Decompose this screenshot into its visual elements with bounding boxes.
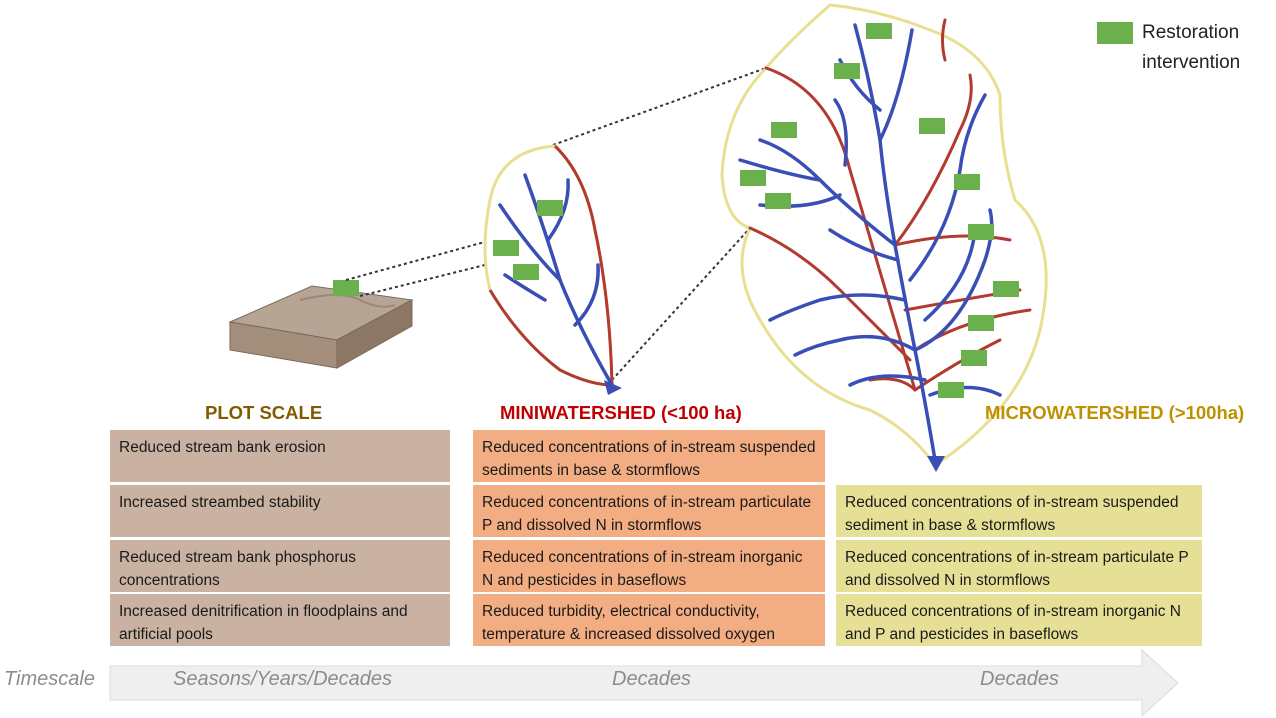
micro-marker-10 bbox=[968, 315, 994, 331]
micro-item: Reduced concentrations of in-stream susp… bbox=[836, 485, 1202, 537]
legend-label: Restoration intervention bbox=[1142, 22, 1241, 73]
micro-marker-3 bbox=[771, 122, 797, 138]
micro-marker-11 bbox=[961, 350, 987, 366]
micro-item: Reduced concentrations of in-stream part… bbox=[836, 540, 1202, 592]
timescale-mini: Decades bbox=[612, 668, 691, 690]
micro-marker-4 bbox=[919, 118, 945, 134]
timescale-arrow bbox=[109, 648, 1179, 718]
miniwatershed bbox=[483, 144, 622, 395]
timescale-label: Timescale bbox=[4, 668, 95, 690]
micro-item: Reduced concentrations of in-stream inor… bbox=[836, 594, 1202, 646]
timescale-plot: Seasons/Years/Decades bbox=[173, 668, 393, 690]
mini-item: Reduced concentrations of in-stream susp… bbox=[473, 430, 825, 482]
plot-item: Reduced stream bank phosphorus concentra… bbox=[110, 540, 450, 592]
timescale-micro: Decades bbox=[980, 668, 1059, 690]
mini-item: Reduced concentrations of in-stream inor… bbox=[473, 540, 825, 592]
microwatershed-header: MICROWATERSHED (>100ha) bbox=[985, 402, 1245, 423]
mini-marker-1 bbox=[537, 200, 563, 216]
micro-marker-6 bbox=[740, 170, 766, 186]
micro-marker-12 bbox=[938, 382, 964, 398]
plot-item: Increased denitrification in floodplains… bbox=[110, 594, 450, 646]
mini-item: Reduced turbidity, electrical conductivi… bbox=[473, 594, 825, 646]
micro-marker-9 bbox=[993, 281, 1019, 297]
zoom-lines bbox=[345, 67, 767, 381]
plot-item: Increased streambed stability bbox=[110, 485, 450, 537]
micro-marker-1 bbox=[866, 23, 892, 39]
micro-marker-7 bbox=[765, 193, 791, 209]
plot-block bbox=[228, 280, 414, 369]
plot-intervention-marker bbox=[333, 280, 359, 296]
legend-swatch bbox=[1097, 22, 1133, 44]
micro-marker-8 bbox=[968, 224, 994, 240]
plot-item: Reduced stream bank erosion bbox=[110, 430, 450, 482]
mini-marker-3 bbox=[513, 264, 539, 280]
mini-item: Reduced concentrations of in-stream part… bbox=[473, 485, 825, 537]
plot-scale-header: PLOT SCALE bbox=[205, 402, 323, 423]
micro-marker-2 bbox=[834, 63, 860, 79]
microwatershed bbox=[720, 3, 1048, 472]
miniwatershed-header: MINIWATERSHED (<100 ha) bbox=[500, 402, 742, 423]
micro-marker-5 bbox=[954, 174, 980, 190]
mini-marker-2 bbox=[493, 240, 519, 256]
